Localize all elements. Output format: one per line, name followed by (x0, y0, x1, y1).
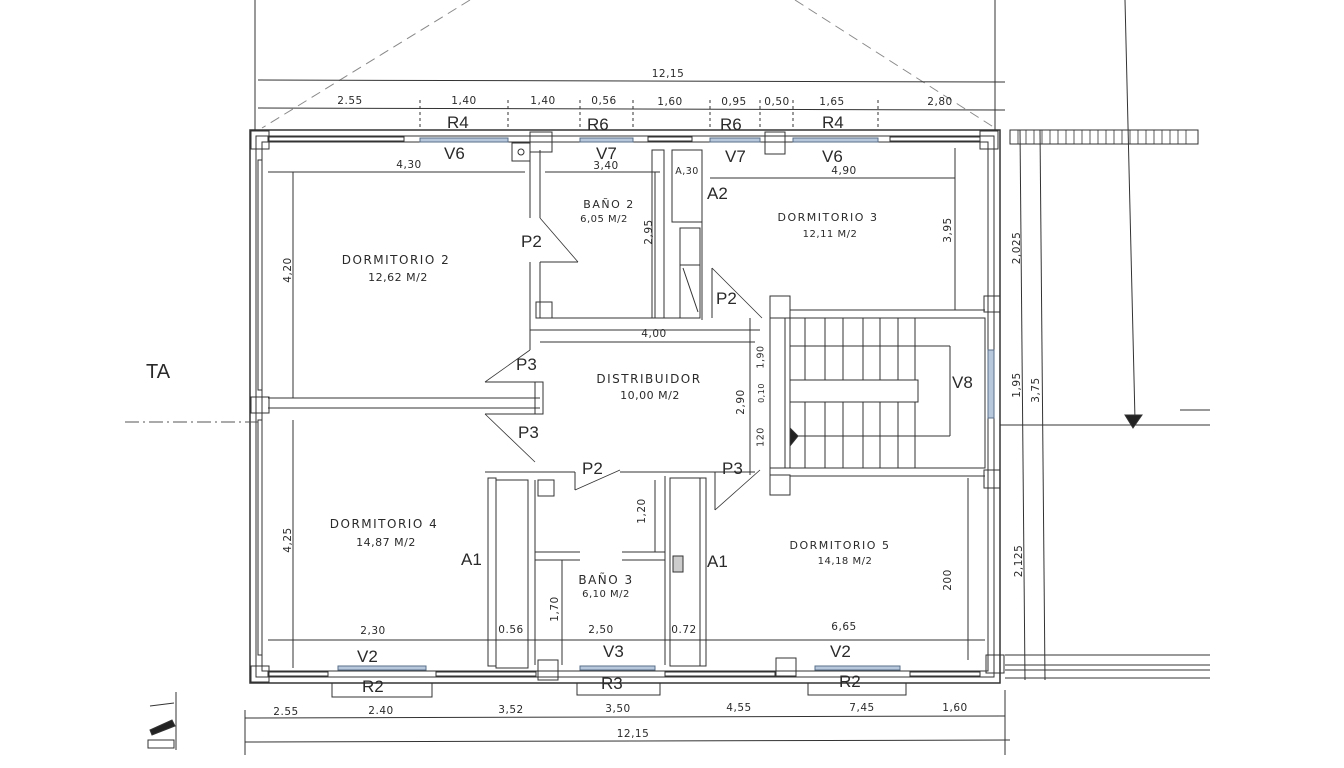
dim-d2-width: 4,30 (396, 159, 422, 171)
dim-bottom-seg: 3,50 (605, 703, 631, 715)
room-dormitorio-4-area: 14,87 M/2 (356, 536, 416, 549)
shutter-tag-r6: R6 (587, 115, 609, 134)
dim-bano2-width: 3,40 (593, 160, 619, 172)
door-tag-p2: P2 (582, 459, 603, 478)
room-bano-3-name: BAÑO 3 (578, 573, 634, 587)
dim-bottom-total: 12,15 (616, 728, 650, 740)
window-tag-v8: V8 (952, 373, 973, 392)
door-tag-p2: P2 (521, 232, 542, 251)
dim-bano3-width: 2,50 (588, 624, 614, 636)
shutter-tag-r4: R4 (447, 113, 469, 132)
room-dormitorio-2-name: DORMITORIO 2 (341, 253, 451, 267)
dim-a2-width: A,30 (675, 166, 699, 177)
door-tag-p3: P3 (518, 423, 539, 442)
shutter-tag-r4: R4 (822, 113, 844, 132)
dim-bottom-seg: 3,52 (498, 704, 524, 716)
window-tag-v7: V7 (725, 147, 746, 166)
wardrobe-tag-a1: A1 (461, 550, 482, 569)
dim-top-seg: 2.55 (337, 95, 363, 107)
shutter-tag-r2: R2 (362, 677, 384, 696)
window-tag-v6: V6 (444, 144, 465, 163)
dim-bottom-seg: 2.40 (368, 705, 394, 717)
wardrobe-tag-a2: A2 (707, 184, 728, 203)
room-dormitorio-5-area: 14,18 M/2 (817, 556, 873, 567)
door-tag-p3: P3 (516, 355, 537, 374)
room-dormitorio-3-name: DORMITORIO 3 (777, 211, 879, 224)
dim-dist-width: 4,00 (641, 328, 667, 340)
dim-top-seg: 0,95 (721, 96, 747, 108)
dim-top-seg: 1,40 (451, 95, 477, 107)
room-distribuidor-name: DISTRIBUIDOR (596, 372, 702, 386)
room-bano-2-area: 6,05 M/2 (580, 214, 628, 225)
dim-top-seg: 0,56 (591, 95, 617, 107)
window-tag-v3: V3 (603, 642, 624, 661)
window-tag-v2: V2 (357, 647, 378, 666)
dim-top-seg: 1,65 (819, 96, 845, 108)
dim-bottom-seg: 7,45 (849, 702, 875, 714)
shutter-tag-r6: R6 (720, 115, 742, 134)
wardrobe-tag-a1: A1 (707, 552, 728, 571)
door-tag-p2: P2 (716, 289, 737, 308)
dim-d3-width: 4,90 (831, 165, 857, 177)
dim-a1b-width: 0.72 (671, 624, 697, 636)
dim-d5-width: 6,65 (831, 621, 857, 633)
dim-top-seg: 1,60 (657, 96, 683, 108)
room-distribuidor-area: 10,00 M/2 (620, 389, 680, 402)
dim-bottom-seg: 2.55 (273, 706, 299, 718)
dim-top-seg: 2,80 (927, 96, 953, 108)
room-dormitorio-4-name: DORMITORIO 4 (329, 517, 439, 531)
dim-d4-width: 2,30 (360, 625, 386, 637)
door-tag-p3: P3 (722, 459, 743, 478)
window-tag-v6: V6 (822, 147, 843, 166)
window-tag-v2: V2 (830, 642, 851, 661)
shutter-tag-r2: R2 (839, 672, 861, 691)
section-mark-label: TA (146, 361, 171, 383)
dim-top-total: 12,15 (651, 68, 685, 80)
room-dormitorio-5-name: DORMITORIO 5 (789, 539, 891, 552)
dim-top-seg: 1,40 (530, 95, 556, 107)
window-tag-v7: V7 (596, 144, 617, 163)
shutter-tag-r3: R3 (601, 674, 623, 693)
room-dormitorio-2-area: 12,62 M/2 (368, 271, 428, 284)
dim-bottom-seg: 1,60 (942, 702, 968, 714)
room-bano-2-name: BAÑO 2 (583, 198, 635, 211)
dim-a1-width: 0.56 (498, 624, 524, 636)
dim-bottom-seg: 4,55 (726, 702, 752, 714)
room-bano-3-area: 6,10 M/2 (582, 589, 630, 600)
room-dormitorio-3-area: 12,11 M/2 (802, 229, 858, 240)
dim-top-seg: 0,50 (764, 96, 790, 108)
